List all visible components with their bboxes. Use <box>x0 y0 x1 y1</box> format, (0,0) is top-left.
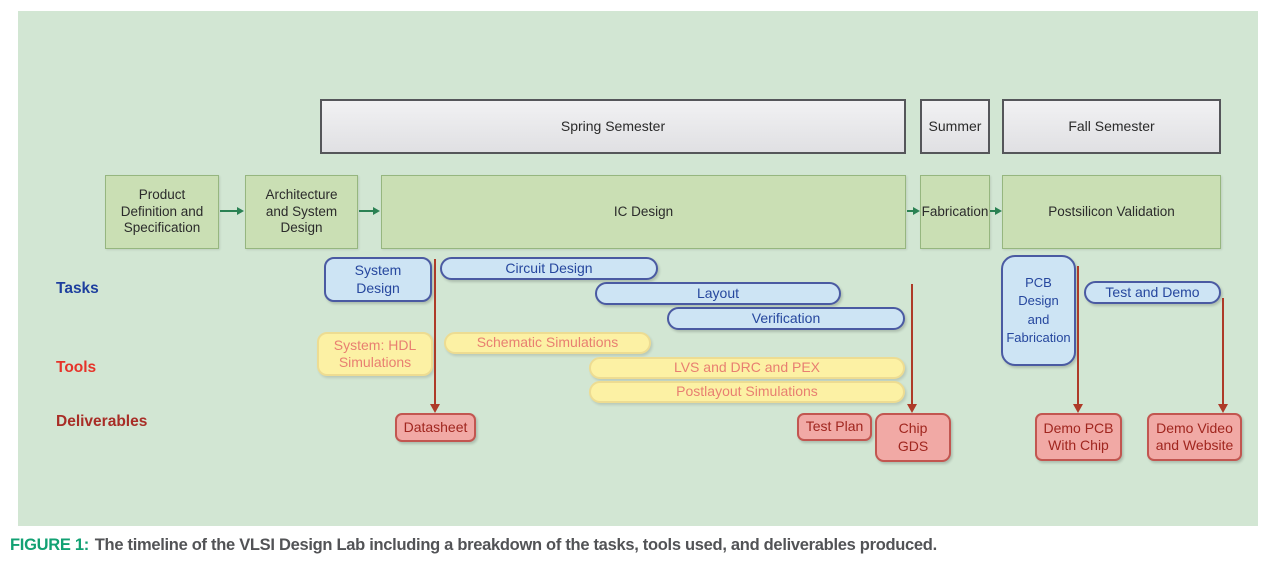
semester-header-spring: Spring Semester <box>320 99 906 154</box>
phase-box-fabrication: Fabrication <box>920 175 990 249</box>
row-label-tasks: Tasks <box>56 280 99 297</box>
arrow-to-demo-video-icon <box>1218 298 1228 413</box>
tool-box-system-hdl-simulations: System: HDL Simulations <box>317 332 433 376</box>
row-label-deliverables: Deliverables <box>56 413 148 430</box>
tool-box-schematic-simulations: Schematic Simulations <box>444 332 651 354</box>
timeline-panel: Spring Semester Summer Fall Semester Pro… <box>18 11 1258 526</box>
flow-arrow-2-icon <box>359 207 380 215</box>
deliverable-box-test-plan: Test Plan <box>797 413 872 441</box>
deliverable-box-demo-pcb: Demo PCB With Chip <box>1035 413 1122 461</box>
semester-header-summer: Summer <box>920 99 990 154</box>
task-box-pcb-design: PCB Design and Fabrication <box>1001 255 1076 366</box>
tool-box-lvs-drc-pex: LVS and DRC and PEX <box>589 357 905 379</box>
phase-box-architecture-design: Architecture and System Design <box>245 175 358 249</box>
arrow-to-chip-gds-icon <box>907 284 917 413</box>
tool-box-postlayout-simulations: Postlayout Simulations <box>589 381 905 403</box>
figure-caption-text: The timeline of the VLSI Design Lab incl… <box>94 535 937 554</box>
figure-caption-number: FIGURE 1: <box>10 535 89 554</box>
arrow-to-datasheet-icon <box>430 259 440 413</box>
deliverable-box-demo-video: Demo Video and Website <box>1147 413 1242 461</box>
task-box-circuit-design: Circuit Design <box>440 257 658 280</box>
deliverable-box-datasheet: Datasheet <box>395 413 476 442</box>
task-box-layout: Layout <box>595 282 841 305</box>
phase-box-postsilicon-validation: Postsilicon Validation <box>1002 175 1221 249</box>
flow-arrow-1-icon <box>220 207 244 215</box>
task-box-verification: Verification <box>667 307 905 330</box>
phase-box-product-definition: Product Definition and Specification <box>105 175 219 249</box>
task-box-system-design: System Design <box>324 257 432 302</box>
phase-box-ic-design: IC Design <box>381 175 906 249</box>
flow-arrow-4-icon <box>990 207 1002 215</box>
task-box-test-and-demo: Test and Demo <box>1084 281 1221 304</box>
flow-arrow-3-icon <box>907 207 920 215</box>
arrow-to-demo-pcb-icon <box>1073 266 1083 413</box>
figure-caption: FIGURE 1: The timeline of the VLSI Design… <box>10 535 1213 555</box>
semester-header-fall: Fall Semester <box>1002 99 1221 154</box>
deliverable-box-chip-gds: Chip GDS <box>875 413 951 462</box>
row-label-tools: Tools <box>56 359 97 376</box>
